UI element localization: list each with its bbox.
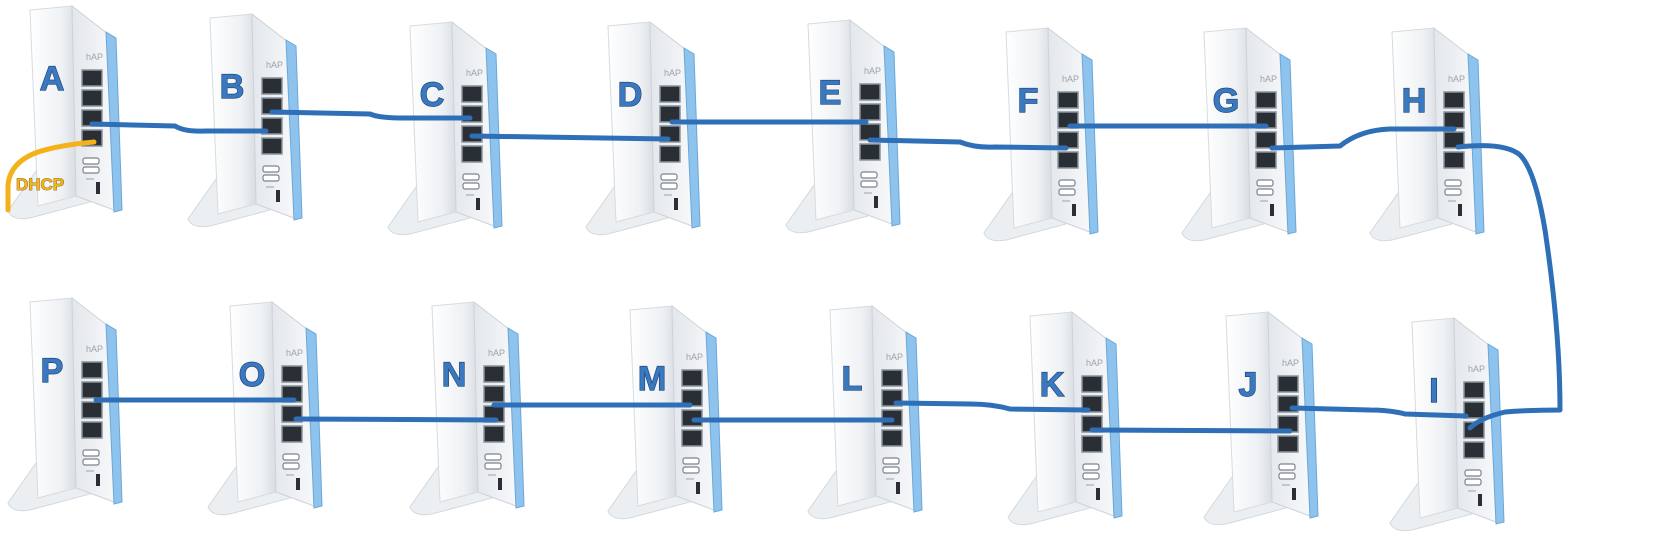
dhcp-cable bbox=[5, 139, 97, 213]
router-icon bbox=[1369, 27, 1485, 242]
router-label-g: G bbox=[1213, 82, 1239, 120]
router-label-d: D bbox=[618, 76, 643, 114]
router-e bbox=[785, 19, 901, 234]
router-icon bbox=[1007, 311, 1123, 526]
router-icon bbox=[585, 21, 701, 236]
router-icon bbox=[187, 13, 303, 228]
cable-e-f bbox=[867, 137, 1069, 151]
router-label-a: A bbox=[40, 60, 65, 98]
router-p bbox=[7, 297, 123, 512]
router-icon bbox=[807, 305, 923, 520]
router-label-e: E bbox=[819, 74, 842, 112]
router-icon bbox=[1389, 317, 1505, 532]
router-icon bbox=[1203, 311, 1319, 526]
router-icon bbox=[207, 301, 323, 516]
router-g bbox=[1181, 27, 1297, 242]
router-label-m: M bbox=[638, 360, 666, 398]
dhcp-label: DHCP bbox=[16, 175, 64, 194]
router-label-j: J bbox=[1239, 366, 1258, 404]
cable-n-o bbox=[293, 416, 499, 423]
router-m bbox=[607, 305, 723, 520]
router-l bbox=[807, 305, 923, 520]
router-o bbox=[207, 301, 323, 516]
cable-b-c bbox=[269, 109, 473, 121]
router-icon bbox=[785, 19, 901, 234]
cable-a-b bbox=[89, 121, 269, 134]
router-icon bbox=[983, 27, 1099, 242]
cable-g-h bbox=[1269, 126, 1457, 151]
router-c bbox=[387, 21, 503, 236]
labels: A B C D E F G H P O N M L K J I DHCP bbox=[16, 59, 1440, 410]
router-i bbox=[1389, 317, 1505, 532]
router-icon bbox=[1181, 27, 1297, 242]
router-label-p: P bbox=[41, 352, 64, 390]
router-label-h: H bbox=[1402, 82, 1427, 120]
cables bbox=[5, 109, 1563, 434]
cable-h-i bbox=[1455, 143, 1563, 431]
router-label-f: F bbox=[1018, 82, 1039, 120]
router-b bbox=[187, 13, 303, 228]
router-icon bbox=[7, 297, 123, 512]
router-f bbox=[983, 27, 1099, 242]
cable-c-d bbox=[469, 133, 671, 142]
router-h bbox=[1369, 27, 1485, 242]
router-label-l: L bbox=[842, 360, 863, 398]
router-label-i: I bbox=[1429, 372, 1438, 410]
router-k bbox=[1007, 311, 1123, 526]
cable-i-j bbox=[1289, 405, 1469, 419]
router-icon bbox=[409, 301, 525, 516]
router-label-c: C bbox=[420, 76, 445, 114]
router-label-n: N bbox=[442, 356, 467, 394]
cable-j-k bbox=[1089, 427, 1293, 434]
router-d bbox=[585, 21, 701, 236]
router-n bbox=[409, 301, 525, 516]
router-icon bbox=[387, 21, 503, 236]
router-j bbox=[1203, 311, 1319, 526]
router-icon bbox=[607, 305, 723, 520]
router-label-o: O bbox=[239, 356, 265, 394]
router-label-b: B bbox=[220, 68, 245, 106]
router-label-k: K bbox=[1040, 366, 1065, 404]
cable-k-l bbox=[893, 400, 1091, 413]
